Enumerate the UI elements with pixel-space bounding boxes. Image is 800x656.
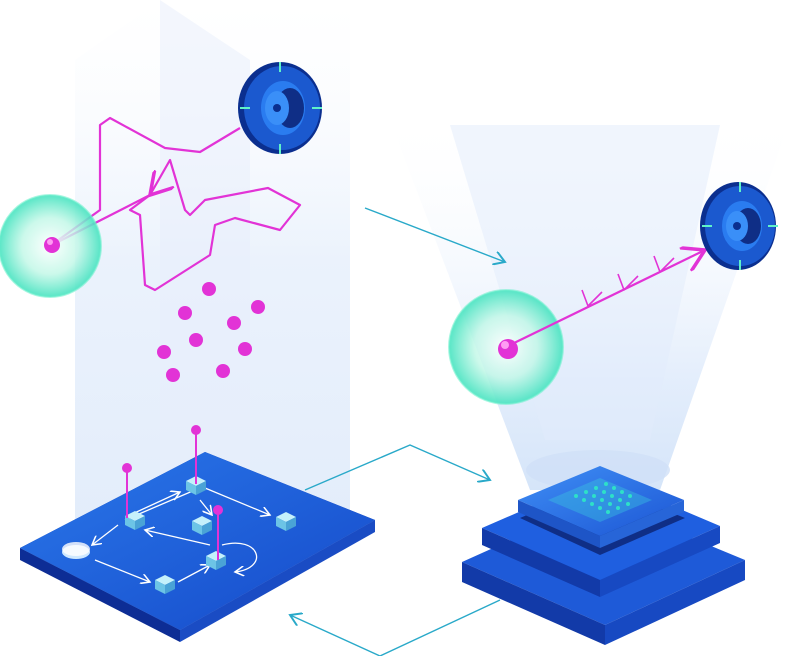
- magenta-pins: [122, 425, 223, 560]
- atom-source-icon: [448, 250, 705, 405]
- arrow-board-to-chip: [304, 444, 490, 491]
- particle: [251, 300, 265, 314]
- atom-particles: [157, 282, 265, 382]
- target-disc-icon: [238, 62, 322, 154]
- chip-contacts: [574, 482, 632, 514]
- processor-chip-icon: [462, 466, 745, 645]
- circuit-board-icon: [20, 425, 375, 642]
- target-disc-icon: [700, 182, 778, 270]
- atom-source-icon: [0, 194, 102, 298]
- particle: [202, 282, 216, 296]
- magenta-beam: [511, 250, 705, 345]
- flow-arrows: [290, 207, 505, 656]
- particle: [227, 316, 241, 330]
- magenta-maze-path: [49, 116, 302, 292]
- node-cubes: [125, 476, 296, 594]
- arrow-chip-to-board: [290, 599, 501, 656]
- particle: [216, 364, 230, 378]
- particle: [238, 342, 252, 356]
- particle: [178, 306, 192, 320]
- particle: [157, 345, 171, 359]
- particle: [166, 368, 180, 382]
- arrow-to-cone: [364, 207, 505, 262]
- particle: [189, 333, 203, 347]
